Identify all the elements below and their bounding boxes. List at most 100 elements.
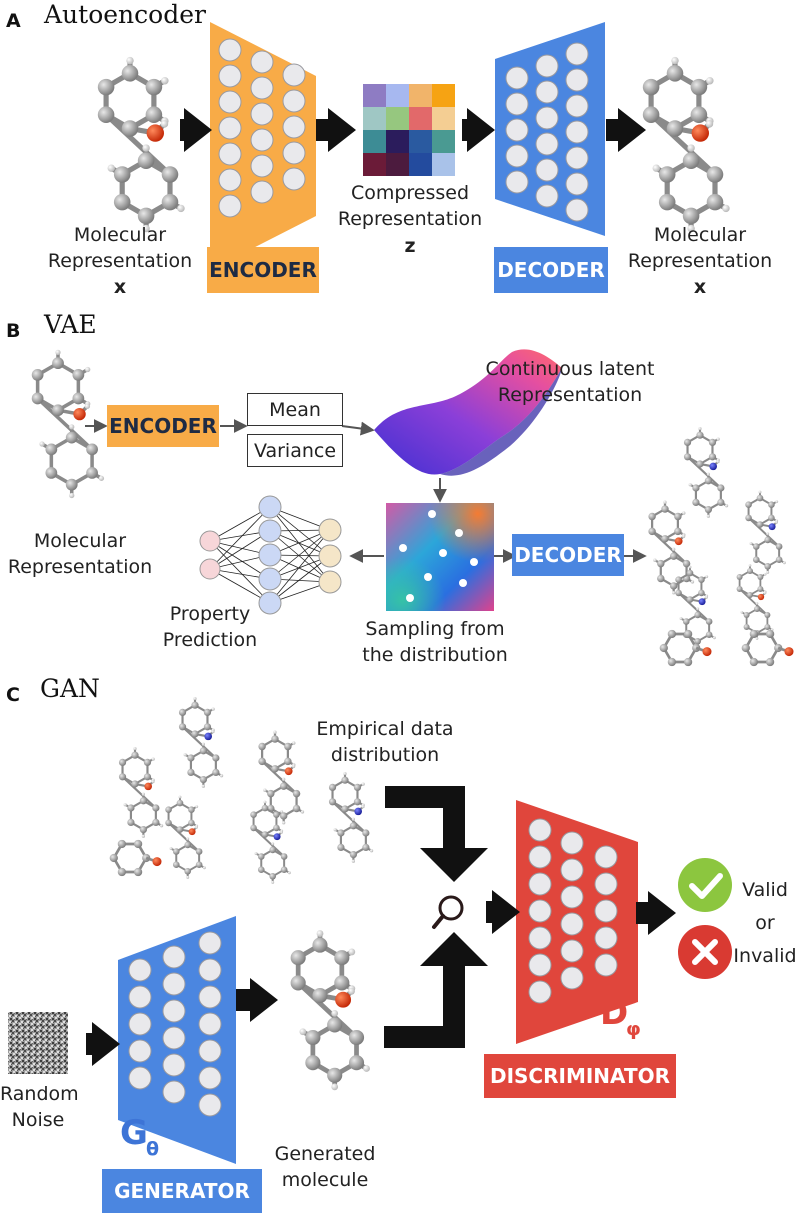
hydrogen-atom	[292, 741, 296, 745]
edge	[269, 530, 331, 583]
hydrogen-atom	[724, 504, 729, 508]
empirical-molecule	[165, 795, 206, 879]
hydrogen-atom	[698, 426, 702, 431]
panel-b-generated-molecule	[745, 490, 786, 574]
carbon-atom	[337, 843, 345, 852]
hydrogen-atom	[183, 753, 187, 757]
hydrogen-atom	[271, 880, 275, 884]
output-neuron	[318, 518, 342, 542]
carbon-atom	[152, 804, 160, 812]
neuron	[282, 89, 306, 113]
generator-network	[118, 916, 236, 1164]
panel-c-title: GAN	[40, 674, 100, 703]
carbon-atom	[648, 527, 656, 536]
hydrogen-atom	[126, 56, 134, 65]
neuron	[162, 972, 186, 996]
arrows-layer	[85, 108, 676, 1066]
carbon-atom	[258, 757, 266, 766]
nitrogen-atom	[204, 732, 212, 741]
neuron	[505, 66, 529, 90]
hydrogen-atom	[763, 591, 767, 595]
panel-a-decoder-label: DECODER	[494, 247, 608, 293]
oxygen-atom	[144, 782, 152, 791]
neuron	[218, 64, 242, 88]
carbon-atom	[113, 193, 131, 211]
neuron	[505, 118, 529, 142]
panel-a-latent-label-line1: Compressed	[350, 182, 470, 204]
hydrogen-atom	[716, 459, 720, 464]
carbon-atom	[674, 512, 682, 521]
hydrogen-atom	[706, 514, 711, 518]
sample-point	[428, 510, 436, 518]
carbon-atom	[121, 65, 139, 82]
empirical-molecule	[250, 800, 291, 884]
panel-a-title: Autoencoder	[44, 0, 206, 29]
panel-c-arrow-generated	[384, 932, 488, 1048]
carbon-atom	[137, 207, 155, 225]
carbon-atom	[765, 657, 775, 667]
panel-a-arrow-out	[606, 108, 646, 152]
sample-point	[455, 529, 463, 537]
sample-point	[470, 558, 478, 566]
carbon-atom	[745, 514, 752, 522]
hydrogen-atom	[141, 792, 146, 796]
panel-b-generated-molecule	[741, 629, 794, 667]
valid-check-icon	[678, 858, 732, 912]
nitrogen-atom	[354, 807, 362, 816]
panel-c-verdict-or: or	[755, 912, 775, 934]
panel-b-generated-molecule	[659, 629, 712, 667]
hydrogen-atom	[123, 803, 127, 807]
carbon-atom	[188, 806, 195, 813]
hidden-neuron	[258, 519, 282, 543]
hydrogen-atom	[755, 637, 759, 640]
neuron	[198, 1012, 222, 1036]
empirical-molecule	[109, 839, 162, 877]
latent-cell	[432, 130, 455, 153]
neuron	[282, 63, 306, 87]
panel-b-sampling-label-line2: the distribution	[362, 644, 508, 666]
carbon-atom	[97, 106, 115, 123]
hydrogen-atom	[331, 1009, 339, 1017]
hydrogen-atom	[748, 564, 752, 567]
neuron	[565, 120, 589, 144]
carbon-atom	[690, 78, 708, 96]
hydrogen-atom	[107, 164, 115, 172]
hydrogen-atom	[681, 534, 686, 538]
edge	[209, 530, 271, 570]
neuron	[565, 198, 589, 222]
carbon-atom	[118, 758, 127, 767]
hydrogen-atom	[690, 580, 695, 584]
carbon-atom	[143, 758, 152, 767]
carbon-atom	[292, 789, 301, 798]
neuron	[535, 80, 559, 104]
bond	[252, 826, 286, 858]
carbon-atom	[31, 369, 44, 381]
neuron	[528, 953, 552, 977]
neuron	[198, 958, 222, 982]
carbon-atom	[775, 556, 783, 563]
carbon-atom	[764, 624, 771, 630]
oxygen-atom	[674, 537, 683, 546]
panel-a-output-label-line1: Molecular	[653, 224, 747, 246]
hydrogen-atom	[299, 1028, 307, 1036]
hidden-neuron	[258, 495, 282, 519]
hydrogen-atom	[211, 707, 215, 711]
panel-a-input-label-line1: Molecular	[73, 224, 167, 246]
carbon-atom	[675, 589, 682, 597]
hydrogen-atom	[69, 424, 75, 430]
carbon-atom	[745, 501, 752, 509]
panel-c-generated-label-line2: molecule	[281, 1169, 369, 1191]
carbon-atom	[45, 443, 58, 456]
carbon-atom	[279, 782, 288, 790]
output-neuron	[318, 544, 342, 568]
carbon-atom	[199, 776, 207, 784]
carbon-atom	[191, 730, 199, 738]
carbon-atom	[747, 592, 753, 598]
panel-b-encoder-label: ENCODER	[107, 405, 219, 447]
magnifier-handle	[432, 914, 445, 929]
molecules-layer	[31, 56, 794, 1091]
check-mark	[689, 873, 723, 899]
neuron	[162, 999, 186, 1023]
carbon-atom	[328, 783, 337, 792]
empirical-molecule	[258, 730, 305, 825]
